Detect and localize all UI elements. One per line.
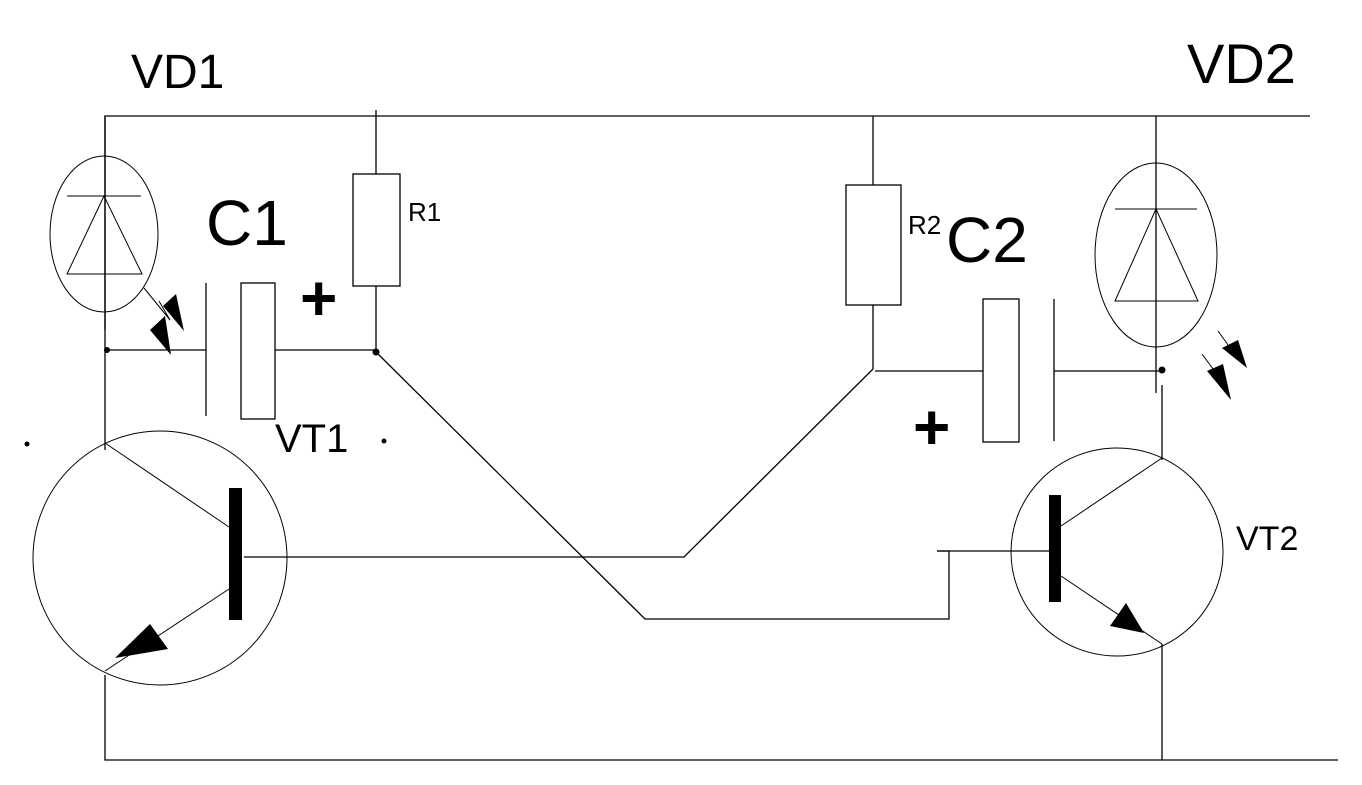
stray-dot bbox=[24, 441, 30, 447]
polarity-c1: + bbox=[300, 262, 337, 334]
transistor-vt1 bbox=[32, 430, 288, 686]
cross-wire-r1-to-vt2-base bbox=[375, 351, 950, 620]
capacitor-c1 bbox=[107, 282, 376, 420]
label-vt2: VT2 bbox=[1236, 520, 1298, 558]
bottom-rail bbox=[104, 675, 1338, 761]
light-arrows-vd1 bbox=[143, 287, 184, 355]
emitter-arrow-vt1 bbox=[115, 624, 168, 658]
transistor-vt2 bbox=[937, 447, 1224, 760]
label-vd1: VD1 bbox=[131, 46, 224, 99]
resistor-r1 bbox=[352, 110, 401, 352]
label-vd2: VD2 bbox=[1187, 32, 1296, 95]
cross-wire-r2-to-vt1-base bbox=[244, 368, 874, 558]
resistor-r2 bbox=[845, 116, 902, 369]
light-arrows-vd2 bbox=[1201, 330, 1247, 400]
label-r2: R2 bbox=[908, 210, 941, 240]
label-vt1: VT1 bbox=[275, 417, 348, 461]
junction-dot bbox=[1158, 366, 1166, 374]
polarity-c2: + bbox=[913, 391, 950, 463]
label-c1: C1 bbox=[206, 187, 288, 259]
capacitor-c2 bbox=[875, 298, 1162, 443]
label-c2: C2 bbox=[946, 204, 1028, 276]
led-vd1 bbox=[49, 116, 184, 450]
label-r1: R1 bbox=[408, 197, 441, 227]
emitter-arrow-vt2 bbox=[1110, 603, 1144, 633]
led-vd2 bbox=[1094, 116, 1247, 400]
stray-dot bbox=[381, 438, 387, 444]
